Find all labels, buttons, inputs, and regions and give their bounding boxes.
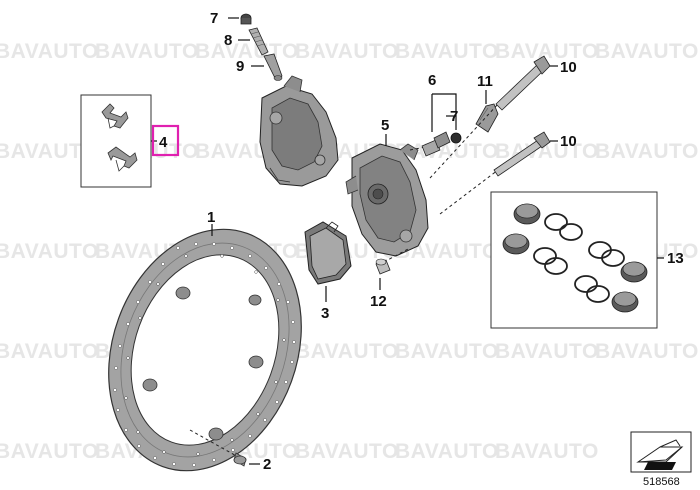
part-2-disc-bolt[interactable] xyxy=(233,452,247,467)
watermark-text: BAVAUTO xyxy=(0,240,99,263)
part-11-spreader-spring[interactable] xyxy=(475,103,499,133)
part-8-bleeder-screw[interactable] xyxy=(248,27,269,56)
watermark-text: BAVAUTO xyxy=(0,440,99,463)
watermark-text: BAVAUTO xyxy=(495,440,599,463)
callout-4[interactable]: 4 xyxy=(159,134,168,151)
watermark-text: BAVAUTO xyxy=(595,340,699,363)
part-7-plug[interactable] xyxy=(450,132,462,144)
callout-5[interactable]: 5 xyxy=(381,117,389,134)
disc-bolt-boss xyxy=(175,286,191,300)
retaining-clip-upper xyxy=(101,103,129,129)
clip-set-box xyxy=(80,94,152,188)
part-7-bleeder-cap[interactable] xyxy=(240,13,252,25)
piston xyxy=(620,261,648,283)
part-4-clip-set[interactable] xyxy=(80,94,157,188)
disc-bolt-boss xyxy=(208,427,224,441)
part-6-brake-fitting[interactable] xyxy=(421,131,451,157)
callout-13[interactable]: 13 xyxy=(667,250,684,267)
callout-1[interactable]: 1 xyxy=(207,209,215,226)
disc-bolt-boss xyxy=(248,355,264,369)
watermark-text: BAVAUTO xyxy=(0,340,99,363)
callout-9[interactable]: 9 xyxy=(236,58,244,75)
part-3-brake-pads[interactable] xyxy=(304,221,352,285)
callout-6[interactable]: 6 xyxy=(428,72,436,89)
part-13-piston-seal-kit[interactable] xyxy=(490,191,658,329)
watermark-text: BAVAUTO xyxy=(595,140,699,163)
part-5-brake-caliper[interactable] xyxy=(345,143,429,257)
part-9-bleeder-valve[interactable] xyxy=(263,53,283,81)
disc-bolt-boss xyxy=(248,294,262,306)
callout-10-lower[interactable]: 10 xyxy=(560,133,577,150)
watermark-text: BAVAUTO xyxy=(395,240,499,263)
watermark-text: BAVAUTO xyxy=(495,340,599,363)
brake-disc-friction-ring xyxy=(120,242,290,458)
watermark-text: BAVAUTO xyxy=(395,440,499,463)
callout-3[interactable]: 3 xyxy=(321,305,329,322)
watermark-text: BAVAUTO xyxy=(95,40,199,63)
seal-rings xyxy=(533,213,625,303)
retaining-clip-lower xyxy=(107,146,138,169)
disc-bolt-head xyxy=(233,455,247,465)
watermark-text: BAVAUTO xyxy=(595,40,699,63)
watermark-text: BAVAUTO xyxy=(295,440,399,463)
watermark-text: BAVAUTO xyxy=(295,40,399,63)
callout-2[interactable]: 2 xyxy=(263,456,271,473)
watermark-text: BAVAUTO xyxy=(495,40,599,63)
callout-8[interactable]: 8 xyxy=(224,32,232,49)
disc-drill-holes xyxy=(113,242,296,467)
watermark-text: BAVAUTO xyxy=(395,40,499,63)
callout-4-highlight[interactable] xyxy=(151,124,180,157)
caliper-half-outer[interactable] xyxy=(259,75,339,187)
part-12-guide-sleeve[interactable] xyxy=(375,258,391,275)
piston xyxy=(611,291,639,313)
watermark-text: BAVAUTO xyxy=(395,340,499,363)
callout-7-lower[interactable]: 7 xyxy=(450,108,458,125)
callout-7-upper[interactable]: 7 xyxy=(210,10,218,27)
callout-12[interactable]: 12 xyxy=(370,293,387,310)
watermark-text: BAVAUTO xyxy=(395,140,499,163)
view-direction-icon xyxy=(630,431,692,473)
callout-11[interactable]: 11 xyxy=(477,73,493,90)
brake-disc-center-opening xyxy=(130,254,280,446)
watermark-text: BAVAUTO xyxy=(295,340,399,363)
disc-bolt-boss xyxy=(142,378,158,392)
watermark-text: BAVAUTO xyxy=(0,40,99,63)
piston xyxy=(502,233,530,255)
callout-10-upper[interactable]: 10 xyxy=(560,59,577,76)
part-1-brake-disc[interactable] xyxy=(76,202,334,490)
piston xyxy=(513,203,541,225)
watermark-text: BAVAUTO xyxy=(0,140,99,163)
watermark-text: BAVAUTO xyxy=(195,40,299,63)
part-10-caliper-bolt-upper[interactable] xyxy=(495,55,551,111)
part-10-caliper-bolt-lower[interactable] xyxy=(493,131,551,177)
document-number: 518568 xyxy=(643,476,680,488)
brake-pad-front xyxy=(309,227,347,280)
